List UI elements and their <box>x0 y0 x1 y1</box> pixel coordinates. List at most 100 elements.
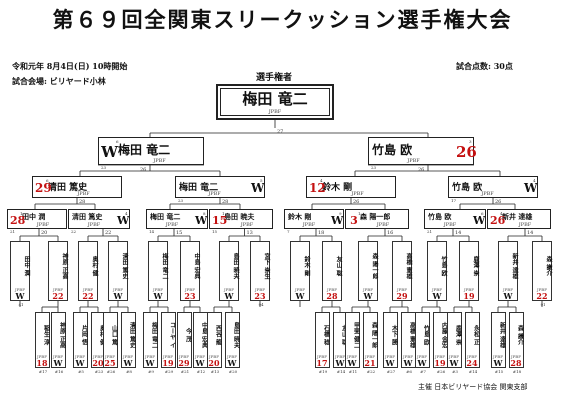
player-affiliation: JPBF <box>104 354 115 359</box>
player-name: 宮下 崇生 <box>263 252 270 280</box>
match-result: W <box>227 358 237 368</box>
player-name: 島田 暁夫 <box>232 252 239 280</box>
match-result: 17 <box>316 358 328 368</box>
player-affiliation: JPBF <box>302 222 316 228</box>
player-affiliation: JPBF <box>518 222 532 228</box>
player-affiliation: JPBF <box>492 354 503 359</box>
player-name: 梅田 竜二 <box>118 143 171 157</box>
organizer-footer: 主催 日本ビリヤード協会 関東支部 <box>418 383 528 391</box>
player-affiliation: JPBF <box>254 287 265 292</box>
champion-affiliation: JPBF <box>268 109 282 115</box>
player-affiliation: JPBF <box>294 287 305 292</box>
entry-number: 17 <box>451 198 457 203</box>
player-affiliation: JPBF <box>466 354 477 359</box>
match-result: W <box>385 358 395 368</box>
entry-number: #15 <box>494 369 504 374</box>
player-name: 竹島 欧 <box>422 324 430 346</box>
player-affiliation: JPBF <box>74 354 85 359</box>
player-affiliation: JPBF <box>178 354 189 359</box>
match-result: W <box>153 291 163 301</box>
entry-number: #22 <box>366 369 376 374</box>
entry-number: #7 <box>420 369 426 374</box>
player-name: 友山 聡 <box>335 255 342 277</box>
match-result: W <box>524 181 538 195</box>
player-name: 西谷 龍 <box>214 324 222 346</box>
event-date: 令和元年 8月4日(日) 10時開始 <box>12 61 128 71</box>
match-result: W <box>295 291 305 301</box>
entry-number: #26 <box>106 369 116 374</box>
quarter-line-score: 20 <box>41 230 48 236</box>
seed-number: 4 <box>320 178 323 183</box>
player-name: 竹島 欧 <box>452 183 483 193</box>
entry-number: 91 <box>540 302 546 307</box>
player-affiliation: JPBF <box>364 354 375 359</box>
champion-name: 梅田 竜二 <box>242 90 308 108</box>
match-result: 18 <box>36 358 48 368</box>
seed-number: 4 <box>533 178 536 183</box>
player-name: 竹島 欧 <box>428 212 452 221</box>
match-result: W <box>145 358 155 368</box>
final-line-score: 26 <box>418 167 425 173</box>
player-affiliation: JPBF <box>240 222 254 228</box>
entry-number: #17 <box>38 369 48 374</box>
semi-line-score: 26 <box>495 199 502 205</box>
entry-number: #3 <box>452 369 458 374</box>
match-result: 19 <box>434 358 446 368</box>
seed-number: 4 <box>500 211 503 216</box>
player-affiliation: JPBF <box>144 354 155 359</box>
player-name: 稲生 淳 <box>42 324 50 346</box>
player-affiliation: JPBF <box>82 287 93 292</box>
player-affiliation: JPBF <box>334 354 345 359</box>
match-result: 22 <box>82 291 94 301</box>
seed-number: 6 <box>481 211 484 216</box>
match-result: 24 <box>466 358 478 368</box>
player-affiliation: JPBF <box>396 287 407 292</box>
entry-number: 94 <box>258 302 264 307</box>
seed-number: 5 <box>260 178 263 183</box>
player-affiliation: JPBF <box>510 354 521 359</box>
quarter-line-score: 22 <box>105 230 112 236</box>
match-result: W <box>363 291 373 301</box>
match-result: 26 <box>456 143 477 161</box>
player-affiliation: JPBF <box>434 354 445 359</box>
player-affiliation: JPBF <box>226 354 237 359</box>
match-result: 29 <box>35 181 52 195</box>
player-name: 梅田 竜二 <box>179 183 219 193</box>
match-result: W <box>195 214 208 227</box>
round32-player-box: 奥村 健JPBF20#23 <box>90 312 106 374</box>
player-affiliation: JPBF <box>112 287 123 292</box>
entry-number: 41 <box>18 302 24 307</box>
entry-number: #12 <box>196 369 206 374</box>
event-venue: 試合会場: ビリヤード小林 <box>12 76 106 86</box>
player-name: 清田 篤史 <box>128 321 136 349</box>
player-name: 奥村 健 <box>92 315 106 355</box>
entry-number: 7 <box>287 229 290 234</box>
match-result: W <box>75 358 85 368</box>
player-name: 梅田 竜二 <box>150 212 181 221</box>
match-result: 23 <box>184 291 196 301</box>
entry-number: #8 <box>126 369 132 374</box>
player-name: 島田 暁夫 <box>224 212 255 221</box>
